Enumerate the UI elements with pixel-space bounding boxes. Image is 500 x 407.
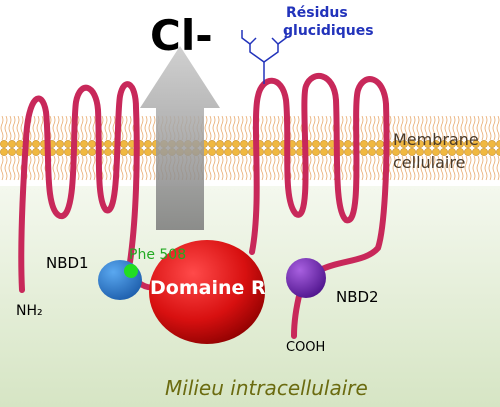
ion-label: Cl- [150,11,213,60]
domaine-r [149,240,265,344]
nbd2-label: NBD2 [336,288,379,306]
nbd2-domain [286,258,326,298]
intracellular-label: Milieu intracellulaire [165,376,368,400]
nh2-label: NH₂ [16,303,43,319]
protein-chain-tmd2 [249,73,390,273]
domaine-r-label: Domaine R [150,277,266,299]
membrane-label-line2: cellulaire [393,153,465,172]
glycan-residues [241,30,287,84]
membrane-label-line1: Membrane [393,130,479,149]
chloride-flow-arrow [140,46,220,230]
nbd1-label: NBD1 [46,254,89,272]
glycan-label-line1: Résidus [286,5,348,21]
lipid-bilayer [0,116,500,190]
cooh-label: COOH [286,340,325,355]
protein-chain-tmd1 [18,81,140,293]
phe508-marker [124,264,138,278]
glycan-label-line2: glucidiques [283,23,374,39]
phe508-label: Phe 508 [129,247,186,263]
